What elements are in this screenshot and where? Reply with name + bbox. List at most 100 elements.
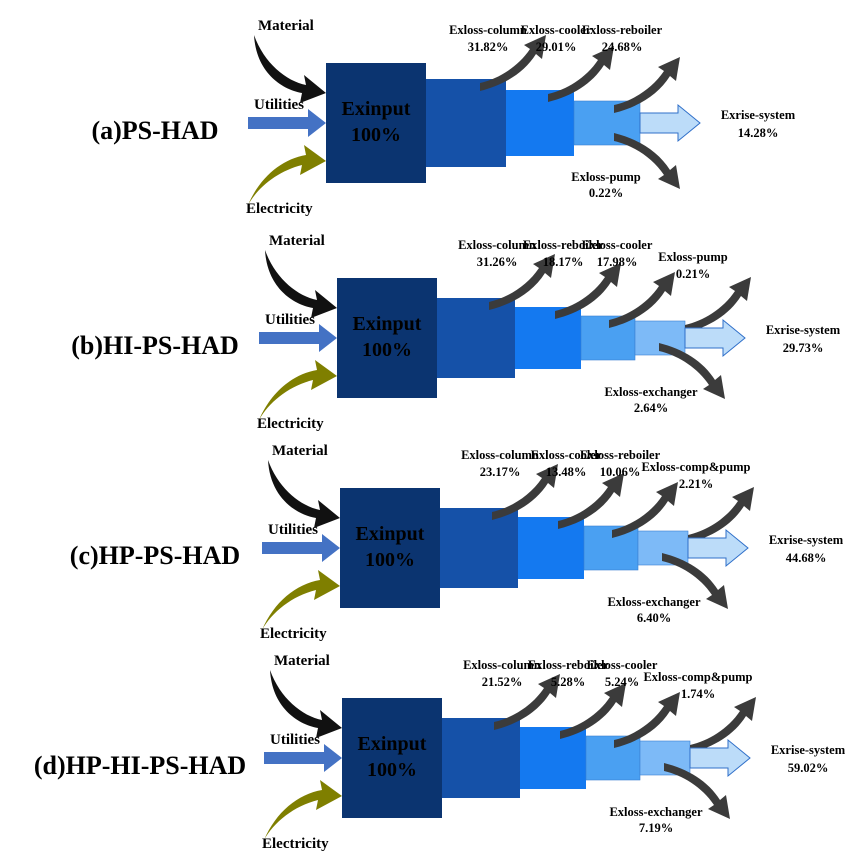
loss-name: Exloss-reboiler: [523, 238, 604, 252]
exrise-name: Exrise-system: [771, 743, 846, 757]
loss-value: 1.74%: [681, 687, 715, 701]
panel-a: (a)PS-HADMaterialUtilitiesElectricityExi…: [91, 18, 795, 217]
exinput-value: 100%: [365, 549, 415, 571]
panel-title: (a)PS-HAD: [91, 116, 218, 145]
exrise-arrow: [687, 528, 749, 568]
material-label: Material: [272, 443, 328, 459]
loss-value: 7.19%: [639, 821, 673, 835]
utilities-arrow: [248, 109, 326, 137]
loss-name: Exloss-cooler: [582, 238, 653, 252]
stage-box: [518, 517, 584, 579]
exrise-name: Exrise-system: [721, 108, 796, 122]
exrise-name: Exrise-system: [769, 533, 844, 547]
loss-value: 5.28%: [551, 675, 585, 689]
panel-d: (d)HP-HI-PS-HADMaterialUtilitiesElectric…: [34, 653, 846, 852]
loss-name: Exloss-reboiler: [528, 658, 609, 672]
exinput-value: 100%: [362, 339, 412, 361]
electricity-arrow: [262, 570, 340, 630]
loss-value: 24.68%: [602, 40, 643, 54]
loss-name: Exloss-column: [449, 23, 527, 37]
electricity-label: Electricity: [262, 836, 329, 852]
stage-box: [520, 727, 586, 789]
loss-name: Exloss-comp&pump: [641, 460, 750, 474]
loss-arrow-1: [548, 46, 614, 102]
panel-c: (c)HP-PS-HADMaterialUtilitiesElectricity…: [70, 443, 844, 642]
loss-name: Exloss-reboiler: [582, 23, 663, 37]
exrise-name: Exrise-system: [766, 323, 841, 337]
loss-arrow-3: [659, 343, 725, 399]
loss-name: Exloss-column: [458, 238, 536, 252]
stage-box: [585, 735, 641, 781]
stage-box: [426, 79, 506, 167]
utilities-arrow: [259, 324, 337, 352]
material-arrow: [268, 460, 340, 528]
stage-box: [573, 100, 641, 146]
loss-name: Exloss-column: [463, 658, 541, 672]
loss-name: Exloss-exchanger: [607, 595, 701, 609]
exinput-box: [340, 488, 440, 608]
panel-b: (b)HI-PS-HADMaterialUtilitiesElectricity…: [71, 233, 841, 432]
loss-arrow-4: [688, 487, 754, 543]
electricity-label: Electricity: [260, 626, 327, 642]
stage-box: [440, 508, 518, 588]
loss-value: 29.01%: [536, 40, 577, 54]
loss-arrow-0: [480, 35, 546, 91]
material-arrow: [265, 250, 337, 318]
exrise-arrow: [639, 103, 701, 143]
loss-arrow-1: [558, 473, 624, 529]
stage-box: [506, 90, 574, 156]
utilities-arrow: [262, 534, 340, 562]
utilities-label: Utilities: [254, 97, 304, 113]
exinput-value: 100%: [351, 124, 401, 146]
electricity-label: Electricity: [246, 201, 313, 217]
utilities-arrow: [264, 744, 342, 772]
material-arrow: [270, 670, 342, 738]
loss-value: 31.26%: [477, 255, 518, 269]
loss-value: 17.98%: [597, 255, 638, 269]
loss-arrow-4: [690, 697, 756, 753]
loss-value: 31.82%: [468, 40, 509, 54]
exinput-box: [342, 698, 442, 818]
material-label: Material: [269, 233, 325, 249]
exrise-value: 59.02%: [788, 761, 829, 775]
loss-arrow-1: [560, 683, 626, 739]
stage-box: [583, 525, 639, 571]
loss-arrow-2: [614, 57, 680, 113]
loss-name: Exloss-cooler: [531, 448, 602, 462]
loss-arrow-2: [612, 482, 678, 538]
loss-arrow-2: [614, 692, 680, 748]
loss-value: 2.21%: [679, 477, 713, 491]
utilities-label: Utilities: [270, 732, 320, 748]
loss-value: 0.22%: [589, 186, 623, 200]
loss-arrow-3: [614, 133, 680, 189]
exrise-value: 44.68%: [786, 551, 827, 565]
loss-value: 6.40%: [637, 611, 671, 625]
panel-title: (d)HP-HI-PS-HAD: [34, 751, 246, 780]
loss-name: Exloss-pump: [571, 170, 641, 184]
loss-arrow-3: [662, 553, 728, 609]
loss-name: Exloss-column: [461, 448, 539, 462]
loss-value: 0.21%: [676, 267, 710, 281]
material-arrow: [254, 35, 326, 103]
loss-value: 10.06%: [600, 465, 641, 479]
exrise-arrow: [689, 738, 751, 778]
loss-name: Exloss-cooler: [587, 658, 658, 672]
material-label: Material: [258, 18, 314, 34]
stage-box: [437, 298, 515, 378]
exinput-name: Exinput: [358, 733, 427, 755]
stage-box: [515, 307, 581, 369]
loss-arrow-2: [609, 272, 675, 328]
loss-value: 18.17%: [543, 255, 584, 269]
loss-arrow-1: [555, 263, 621, 319]
loss-arrow-0: [489, 254, 555, 310]
stage-box: [580, 315, 636, 361]
electricity-arrow: [264, 780, 342, 840]
utilities-label: Utilities: [268, 522, 318, 538]
loss-value: 21.52%: [482, 675, 523, 689]
loss-name: Exloss-pump: [658, 250, 728, 264]
panel-title: (b)HI-PS-HAD: [71, 331, 239, 360]
utilities-label: Utilities: [265, 312, 315, 328]
exinput-box: [337, 278, 437, 398]
